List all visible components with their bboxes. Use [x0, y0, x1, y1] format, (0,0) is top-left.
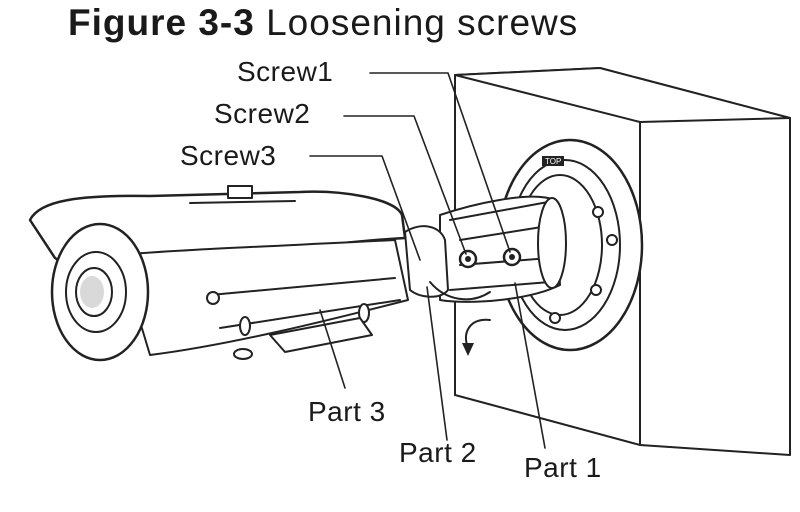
- joint-ring: [404, 225, 491, 301]
- label-screw2: Screw2: [214, 98, 311, 129]
- label-part3: Part 3: [308, 396, 386, 427]
- label-part2: Part 2: [399, 437, 477, 468]
- leader-lines: [309, 72, 546, 449]
- top-badge: TOP: [545, 157, 561, 166]
- label-part1: Part 1: [524, 452, 602, 483]
- figure-title: Figure 3-3 Loosening screws: [68, 2, 578, 44]
- figure-number: Figure 3-3: [68, 2, 255, 43]
- rotation-arrow-icon: [462, 318, 491, 356]
- label-screw3: Screw3: [180, 140, 277, 171]
- bracket-cylinder: [439, 195, 567, 303]
- label-screw1: Screw1: [237, 56, 334, 87]
- camera-body: [28, 185, 409, 362]
- figure-caption: Loosening screws: [266, 2, 579, 43]
